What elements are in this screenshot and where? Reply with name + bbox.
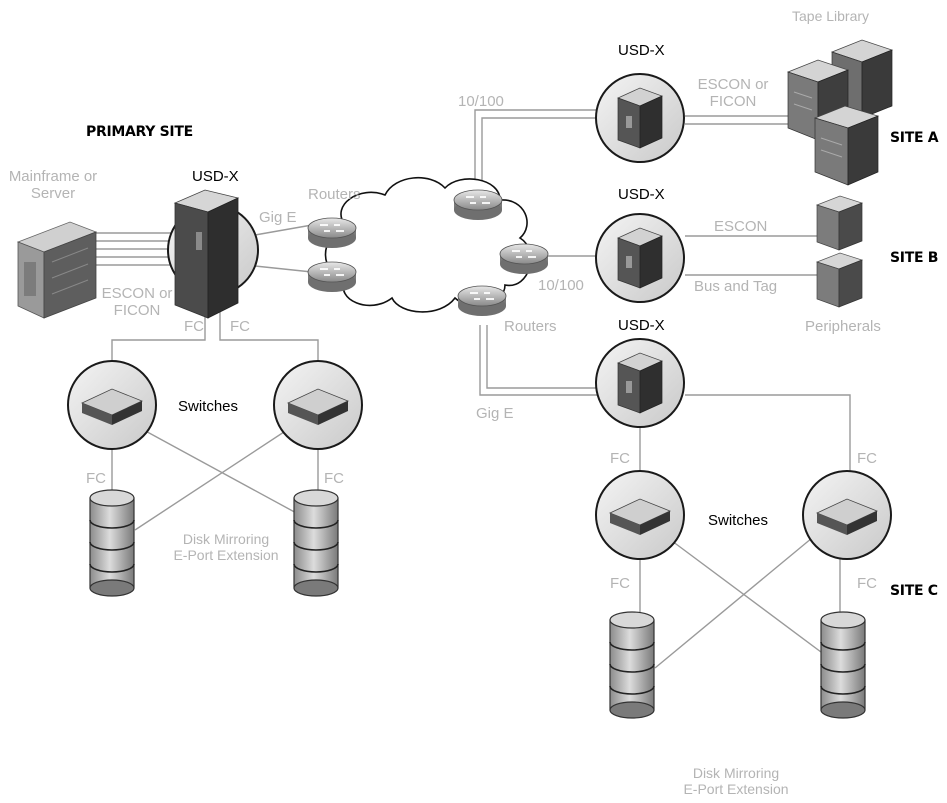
usd-x-site-a-label: USD-X <box>618 42 665 59</box>
ten-hundred-site-b-label: 10/100 <box>538 277 584 294</box>
disk-mirroring-primary-label: Disk Mirroring E-Port Extension <box>173 531 279 564</box>
usd-x-site-a <box>595 73 685 163</box>
router-icon <box>457 285 507 316</box>
fc-label: FC <box>184 318 204 335</box>
usd-x-primary-label: USD-X <box>192 168 239 185</box>
site-c-label: SITE C <box>890 583 938 599</box>
router-icon <box>307 217 357 248</box>
fc-label: FC <box>230 318 250 335</box>
escon-ficon-site-a-label: ESCON or FICON <box>697 76 769 111</box>
escon-site-b-label: ESCON <box>714 218 768 235</box>
router-icon <box>307 261 357 292</box>
peripheral-icon <box>815 252 864 308</box>
routers-site-c-label: Routers <box>504 318 557 335</box>
gig-e-primary-label: Gig E <box>259 209 297 226</box>
mainframe-label: Mainframe or Server <box>8 168 98 203</box>
fc-label: FC <box>324 470 344 487</box>
fc-label: FC <box>610 450 630 467</box>
usd-x-site-c-label: USD-X <box>618 317 665 334</box>
fc-label: FC <box>610 575 630 592</box>
switch-icon <box>802 470 892 560</box>
peripherals-label: Peripherals <box>805 318 881 335</box>
switches-primary-label: Switches <box>178 398 239 415</box>
disk-stack-icon <box>89 489 135 597</box>
bus-and-tag-label: Bus and Tag <box>694 278 778 295</box>
ten-hundred-site-a-label: 10/100 <box>458 93 504 110</box>
fc-label: FC <box>857 450 877 467</box>
mainframe-server-icon <box>16 221 98 319</box>
site-a-label: SITE A <box>890 130 939 146</box>
fc-label: FC <box>86 470 106 487</box>
switch-icon <box>67 360 157 450</box>
disk-mirroring-site-c-label: Disk Mirroring E-Port Extension <box>683 765 789 798</box>
disk-stack-icon <box>820 611 866 719</box>
disk-stack-icon <box>293 489 339 597</box>
router-icon <box>453 189 503 220</box>
fc-label: FC <box>857 575 877 592</box>
usd-x-primary <box>167 189 259 319</box>
peripheral-icon <box>815 195 864 251</box>
disk-stack-icon <box>609 611 655 719</box>
tape-library-icon <box>786 39 894 186</box>
escon-ficon-primary-label: ESCON or FICON <box>101 285 173 320</box>
switch-icon <box>595 470 685 560</box>
routers-primary-label: Routers <box>308 186 361 203</box>
usd-x-site-b <box>595 213 685 303</box>
gig-e-site-c-label: Gig E <box>476 405 514 422</box>
usd-x-site-c <box>595 338 685 428</box>
tape-library-label: Tape Library <box>792 8 870 24</box>
site-b-label: SITE B <box>890 250 939 266</box>
usd-x-site-b-label: USD-X <box>618 186 665 203</box>
primary-site-label: PRIMARY SITE <box>86 124 193 140</box>
switch-icon <box>273 360 363 450</box>
router-icon <box>499 243 549 274</box>
connection-lines <box>95 109 851 669</box>
switches-site-c-label: Switches <box>708 512 769 529</box>
